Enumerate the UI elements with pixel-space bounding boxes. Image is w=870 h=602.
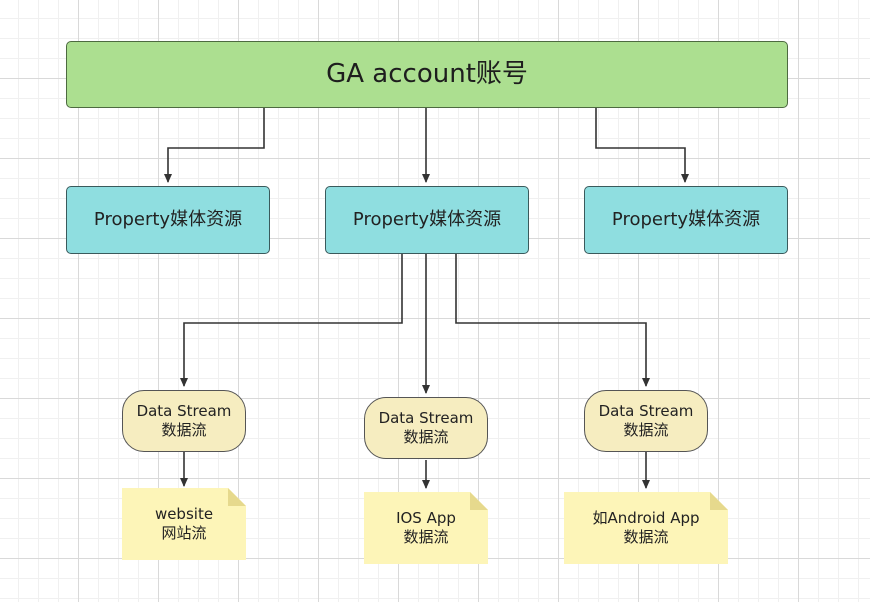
property-node-3[interactable]: Property媒体资源 [584, 186, 788, 254]
data-stream-subtitle: 数据流 [623, 421, 669, 439]
data-stream-title: Data Stream [136, 402, 232, 421]
note-title: website [154, 505, 214, 524]
property-node-2[interactable]: Property媒体资源 [325, 186, 529, 254]
property-node-1[interactable]: Property媒体资源 [66, 186, 270, 254]
data-stream-title: Data Stream [378, 409, 474, 428]
connector-root-property-1 [164, 108, 265, 183]
note-title: 如Android App [592, 509, 700, 528]
note-paper-shape [122, 488, 246, 560]
connector-property-stream-1 [180, 254, 403, 387]
data-stream-title: Data Stream [598, 402, 694, 421]
data-stream-node-2[interactable]: Data Stream 数据流 [364, 397, 488, 459]
note-subtitle: 网站流 [161, 524, 207, 542]
note-subtitle: 数据流 [403, 528, 449, 546]
note-android-app[interactable]: 如Android App 数据流 [564, 492, 728, 564]
note-ios-app[interactable]: IOS App 数据流 [364, 492, 488, 564]
data-stream-subtitle: 数据流 [403, 428, 449, 446]
note-subtitle: 数据流 [623, 528, 669, 546]
ga-account-label: GA account账号 [326, 59, 528, 90]
connector-root-property-3 [595, 108, 689, 183]
note-paper-shape [564, 492, 728, 564]
property-label: Property媒体资源 [611, 208, 761, 230]
connector-property-stream-3 [455, 254, 650, 387]
data-stream-node-3[interactable]: Data Stream 数据流 [584, 390, 708, 452]
note-paper-shape [364, 492, 488, 564]
data-stream-node-1[interactable]: Data Stream 数据流 [122, 390, 246, 452]
data-stream-subtitle: 数据流 [161, 421, 207, 439]
note-website[interactable]: website 网站流 [122, 488, 246, 560]
note-title: IOS App [396, 509, 456, 528]
ga-account-node[interactable]: GA account账号 [66, 41, 788, 108]
property-label: Property媒体资源 [352, 208, 502, 230]
property-label: Property媒体资源 [93, 208, 243, 230]
